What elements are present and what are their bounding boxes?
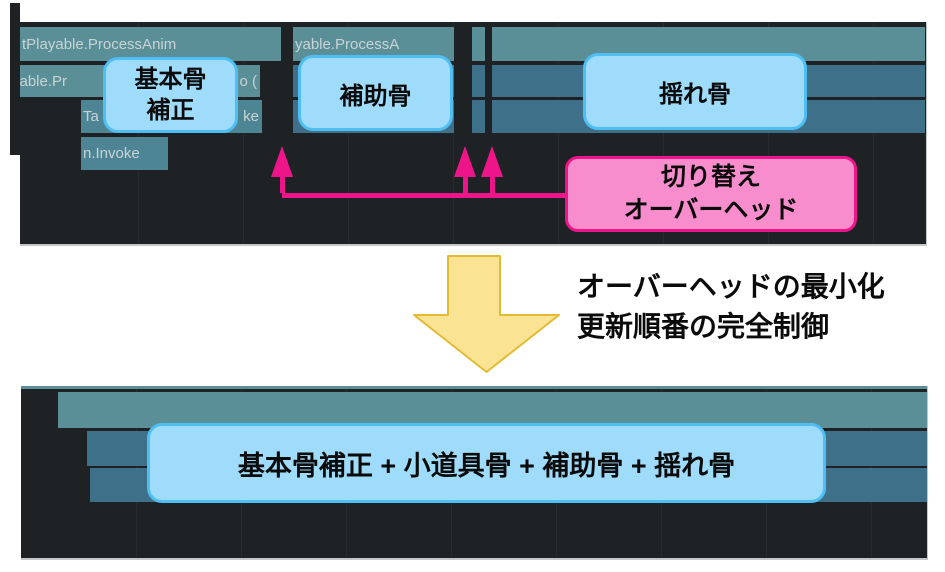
gridline	[138, 22, 139, 244]
pink-up-arrow-icon	[454, 146, 476, 177]
bar-text: ke	[243, 108, 259, 125]
overhead-callout: 切り替え オーバーヘッド	[565, 156, 857, 232]
timeline-bar: n.Invoke	[81, 137, 168, 170]
bar-text: tPlayable.ProcessAnim	[22, 35, 177, 53]
transition-note: オーバーヘッドの最小化 更新順番の完全制御	[577, 267, 885, 347]
note-line: オーバーヘッドの最小化	[577, 271, 885, 302]
bar-text: n.Invoke	[83, 145, 140, 162]
gridline	[558, 22, 559, 244]
label-text: 補正	[146, 97, 195, 124]
gridline	[663, 22, 664, 244]
bar-text: o (	[239, 72, 257, 90]
label-sway-bone: 揺れ骨	[583, 53, 807, 130]
gridline	[453, 22, 454, 244]
pink-arrow-stem	[463, 177, 468, 193]
label-text: 揺れ骨	[659, 81, 731, 108]
timeline-bar	[58, 392, 927, 428]
pink-arrow-stem	[280, 177, 285, 193]
timeline-bar	[472, 27, 485, 61]
note-line: 更新順番の完全制御	[577, 311, 830, 342]
bar-text: Ta	[83, 108, 99, 125]
label-helper-bone: 補助骨	[298, 55, 453, 131]
callout-text: 切り替え	[660, 163, 761, 191]
label-basic-bone-correction: 基本骨 補正	[103, 57, 238, 133]
timeline-bar	[472, 100, 485, 133]
bar-text: yable.ProcessA	[295, 35, 400, 53]
profiler-left-edge-strip	[10, 3, 20, 155]
overhead-connector-line	[282, 193, 565, 198]
label-text: 基本骨補正 + 小道具骨 + 補助骨 + 揺れ骨	[237, 450, 736, 481]
label-text: 補助骨	[339, 82, 412, 110]
down-arrow-icon	[413, 255, 560, 373]
pink-up-arrow-icon	[481, 146, 503, 177]
timeline-bar: tPlayable.ProcessAnim	[20, 27, 281, 61]
gridline	[243, 22, 244, 244]
gridline	[873, 22, 874, 244]
bar-text: yable.Pr	[20, 72, 68, 90]
gridline	[348, 22, 349, 244]
pink-up-arrow-icon	[271, 146, 293, 177]
gridline	[768, 22, 769, 244]
callout-text: オーバーヘッド	[623, 196, 799, 224]
pink-arrow-stem	[490, 177, 495, 193]
timeline-bar	[21, 386, 927, 389]
label-combined-bones: 基本骨補正 + 小道具骨 + 補助骨 + 揺れ骨	[147, 423, 826, 503]
label-text: 基本骨	[134, 66, 207, 93]
timeline-bar	[472, 65, 485, 97]
